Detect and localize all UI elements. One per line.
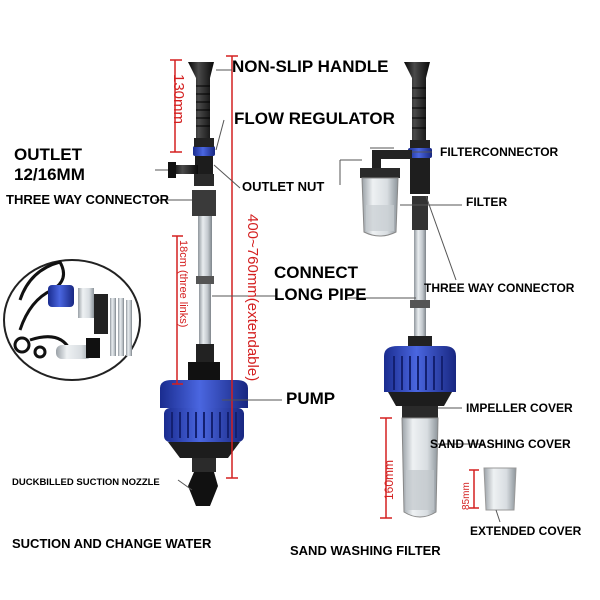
extendable-dimension-label: 400~760mm(extendable) [244,214,261,382]
pump-body [160,362,248,472]
duckbilled-nozzle-label: DUCKBILLED SUCTION NOZZLE [12,477,160,488]
three-way-connector-right-label: THREE WAY CONNECTOR [424,281,575,295]
leader-lines-left [155,69,282,491]
kit-inset [3,259,141,381]
filterconnector-label: FILTERCONNECTOR [440,145,559,159]
extended-cover-label: EXTENDED COVER [470,524,582,538]
suction-title: SUCTION AND CHANGE WATER [12,536,212,551]
flow-regulator-ring [193,146,215,156]
links-dimension-label: 18cm (three links) [177,240,189,328]
flow-regulator-label: FLOW REGULATOR [234,109,395,128]
long-pipe-label: LONG PIPE [274,285,367,304]
outlet-size-label: 12/16MM [14,165,85,184]
sand-cover-dimension-label: 160mm [382,459,396,500]
dimension-lines-right [380,417,479,519]
sand-washing-title: SAND WASHING FILTER [290,543,441,558]
long-pipe [196,216,214,362]
pump-label: PUMP [286,389,336,408]
non-slip-handle-part [188,62,214,138]
right-sand-washing-unit [339,62,517,523]
outlet-nut-label: OUTLET NUT [242,179,325,194]
non-slip-handle-label: NON-SLIP HANDLE [232,57,389,76]
pump-body-right [384,346,456,406]
impeller-cover-label: IMPELLER COVER [466,401,573,415]
extended-cover-part [483,467,517,511]
left-siphon-unit [155,55,282,506]
filter-connector-part [372,150,412,170]
three-way-connector-left-label: THREE WAY CONNECTOR [6,192,170,207]
duckbilled-nozzle-part [188,472,218,506]
handle-dimension-label: 130mm [170,74,187,125]
filter-canister [360,168,400,237]
outlet-port [168,162,198,178]
sand-washing-cover-label: SAND WASHING COVER [430,437,571,451]
filter-label: FILTER [466,195,508,209]
outlet-label: OUTLET [14,145,82,164]
leader-lines-right [339,147,501,523]
connect-label: CONNECT [274,263,359,282]
extended-cover-dimension-label: 85mm [461,482,472,510]
impeller-cover-part [402,406,438,418]
dimension-lines-left [170,55,238,479]
